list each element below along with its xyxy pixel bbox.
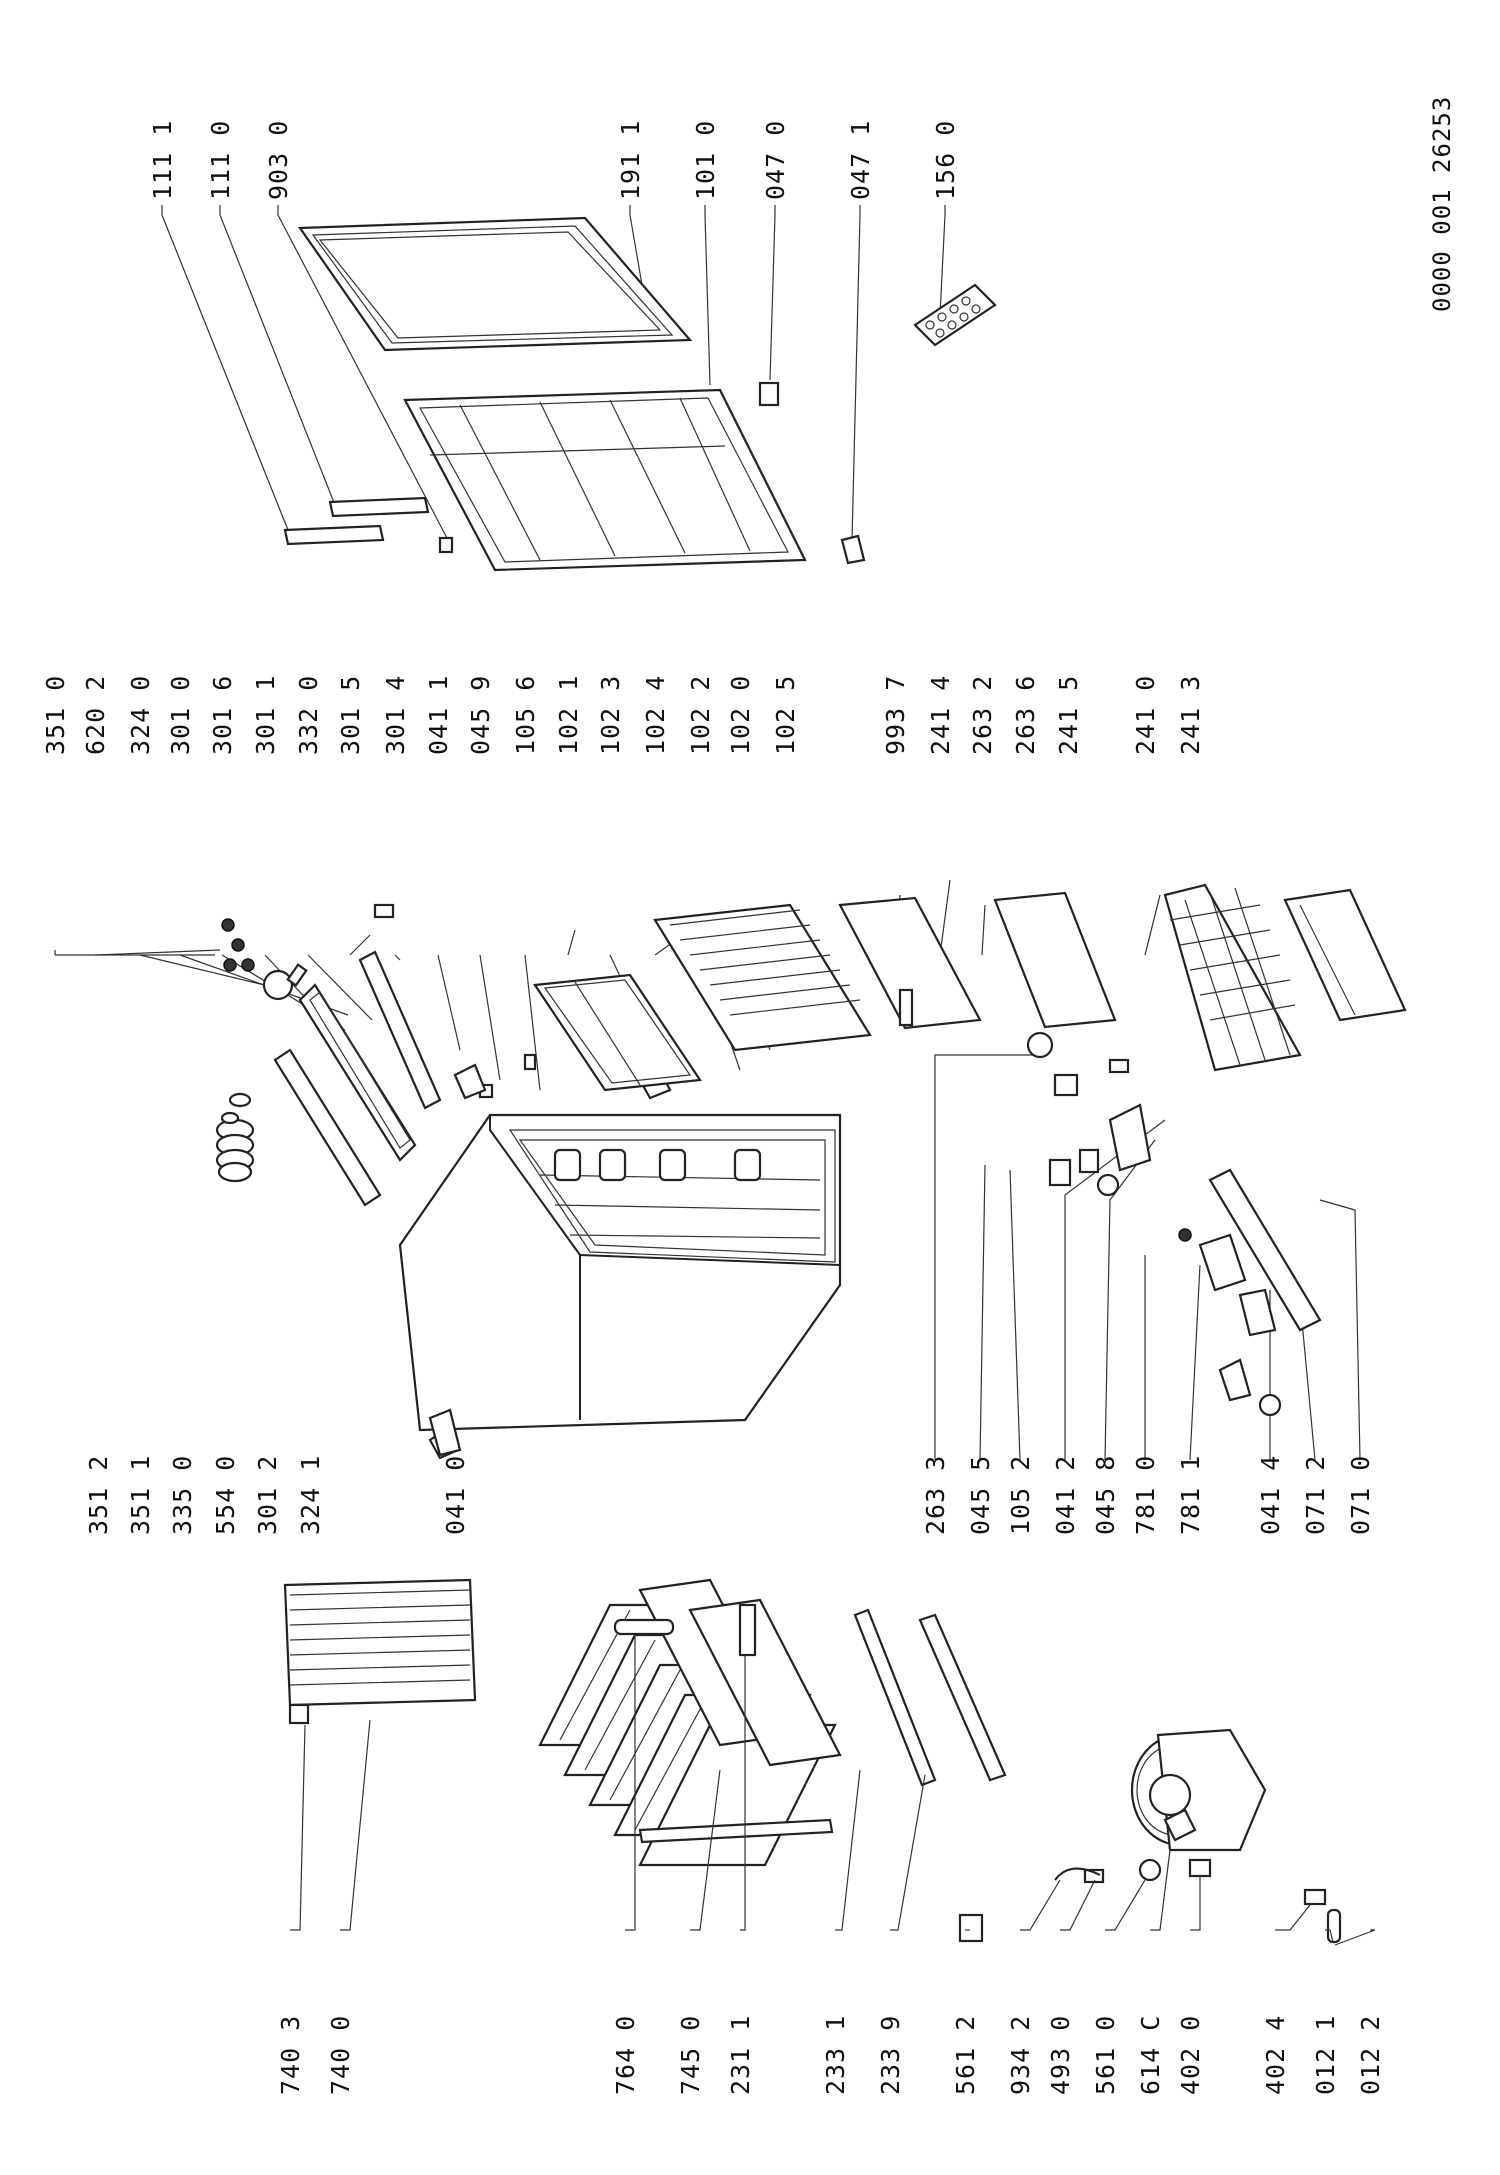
label-241-4: 241 4 (926, 674, 955, 755)
label-263-2: 263 2 (968, 674, 997, 755)
label-102-4: 102 4 (641, 674, 670, 755)
label-102-1: 102 1 (554, 674, 583, 755)
label-241-5: 241 5 (1054, 674, 1083, 755)
foot-bracket (428, 1408, 462, 1457)
label-101-0: 101 0 (691, 119, 720, 200)
label-071-0: 071 0 (1346, 1454, 1375, 1535)
leaders-middle-bottom (934, 1054, 1361, 1461)
label-335-0: 335 0 (168, 1454, 197, 1535)
label-301-2: 301 2 (253, 1454, 282, 1535)
label-012-1: 012 1 (1311, 2014, 1340, 2095)
label-045-5: 045 5 (966, 1454, 995, 1535)
egg-tray (913, 283, 997, 347)
label-351-1: 351 1 (126, 1454, 155, 1535)
label-301-1: 301 1 (251, 674, 280, 755)
label-561-0: 561 0 (1091, 2014, 1120, 2095)
label-111-0: 111 0 (206, 119, 235, 200)
label-324-0: 324 0 (126, 674, 155, 755)
label-620-2: 620 2 (81, 674, 110, 755)
evaporator-coil-back (283, 1578, 477, 1725)
label-740-3: 740 3 (276, 2014, 305, 2095)
document-number: 0000 001 26253 (1428, 95, 1456, 312)
label-231-1: 231 1 (726, 2014, 755, 2095)
control-panel (221, 903, 442, 1207)
label-105-6: 105 6 (511, 674, 540, 755)
label-041-1: 041 1 (424, 674, 453, 755)
label-041-4: 041 4 (1256, 1454, 1285, 1535)
label-102-5: 102 5 (771, 674, 800, 755)
drawer-frame (533, 973, 702, 1092)
door-handles (283, 496, 430, 546)
label-745-0: 745 0 (676, 2014, 705, 2095)
drawer-ribbed (653, 903, 872, 1052)
label-263-6: 263 6 (1011, 674, 1040, 755)
label-781-0: 781 0 (1131, 1454, 1160, 1535)
label-105-2: 105 2 (1006, 1454, 1035, 1535)
label-781-1: 781 1 (1176, 1454, 1205, 1535)
label-332-0: 332 0 (294, 674, 323, 755)
label-111-1: 111 1 (148, 119, 177, 200)
drawer-flap-2 (993, 891, 1117, 1029)
cooling-rails (638, 1608, 1007, 1844)
coil-spring (215, 1111, 255, 1183)
compressor (1130, 1728, 1267, 1852)
label-241-0: 241 0 (1131, 674, 1160, 755)
label-045-9: 045 9 (466, 674, 495, 755)
label-071-2: 071 2 (1301, 1454, 1330, 1535)
label-934-2: 934 2 (1006, 2014, 1035, 2095)
label-012-2: 012 2 (1356, 2014, 1385, 2095)
label-233-1: 233 1 (821, 2014, 850, 2095)
door-gasket (297, 216, 693, 352)
label-614-C: 614 C (1136, 2014, 1165, 2095)
label-156-0: 156 0 (931, 119, 960, 200)
label-047-1: 047 1 (846, 119, 875, 200)
label-903-0: 903 0 (264, 119, 293, 200)
label-102-2: 102 2 (686, 674, 715, 755)
evaporator-grid-right (638, 1578, 842, 1767)
label-102-3: 102 3 (596, 674, 625, 755)
wire-basket (1163, 883, 1302, 1072)
label-301-5: 301 5 (336, 674, 365, 755)
label-301-0: 301 0 (166, 674, 195, 755)
drawer-flap-1 (838, 896, 982, 1030)
label-554-0: 554 0 (211, 1454, 240, 1535)
label-402-4: 402 4 (1261, 2014, 1290, 2095)
label-301-4: 301 4 (381, 674, 410, 755)
label-263-3: 263 3 (921, 1454, 950, 1535)
label-047-0: 047 0 (761, 119, 790, 200)
label-045-8: 045 8 (1091, 1454, 1120, 1535)
drier-filter (613, 1603, 757, 1657)
label-233-9: 233 9 (876, 2014, 905, 2095)
label-402-0: 402 0 (1176, 2014, 1205, 2095)
label-993-7: 993 7 (881, 674, 910, 755)
small-parts-door (438, 381, 866, 565)
label-041-0: 041 0 (441, 1454, 470, 1535)
label-102-0: 102 0 (726, 674, 755, 755)
basket-front (1283, 888, 1407, 1022)
leaders-door (161, 205, 946, 541)
label-740-0: 740 0 (326, 2014, 355, 2095)
label-324-1: 324 1 (296, 1454, 325, 1535)
label-301-6: 301 6 (208, 674, 237, 755)
hinge-parts (1026, 1031, 1322, 1417)
label-561-2: 561 2 (951, 2014, 980, 2095)
label-764-0: 764 0 (611, 2014, 640, 2095)
compressor-parts (958, 1808, 1342, 1944)
label-191-1: 191 1 (616, 119, 645, 200)
label-351-2: 351 2 (84, 1454, 113, 1535)
label-493-0: 493 0 (1046, 2014, 1075, 2095)
label-241-3: 241 3 (1176, 674, 1205, 755)
inner-door-panel (403, 388, 807, 572)
leaders-bottom (290, 1635, 1376, 1946)
label-041-2: 041 2 (1051, 1454, 1080, 1535)
cabinet-body (398, 1113, 842, 1432)
label-351-0: 351 0 (41, 674, 70, 755)
